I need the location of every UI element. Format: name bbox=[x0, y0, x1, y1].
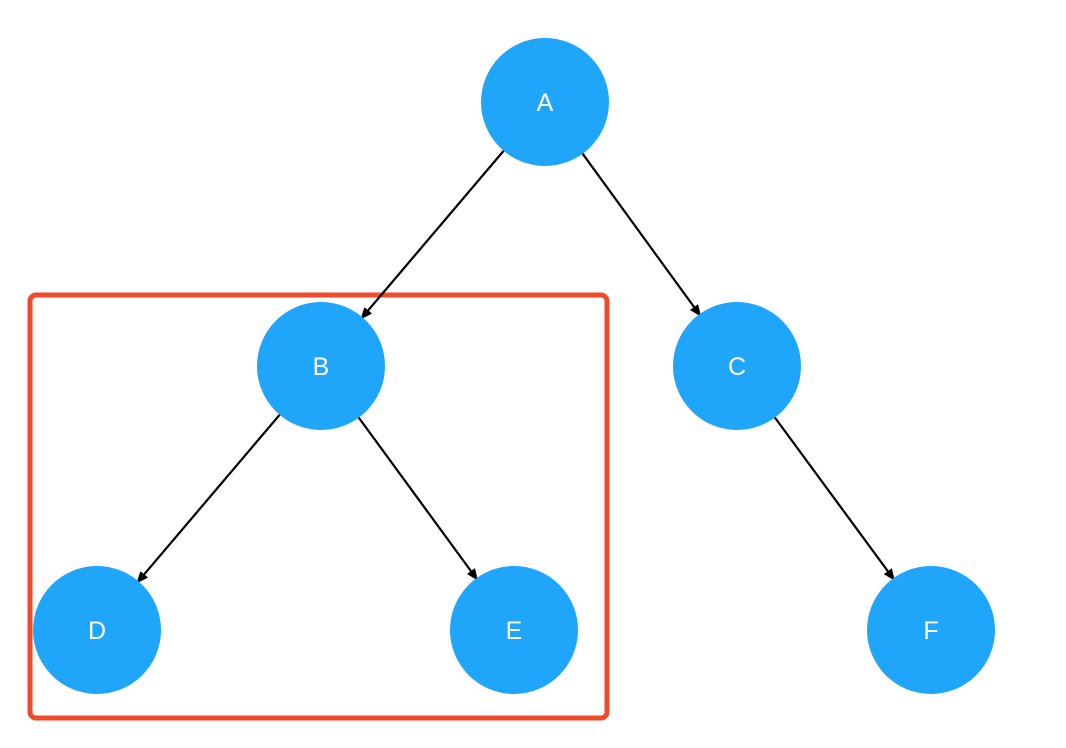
edge-a-b bbox=[360, 142, 511, 320]
node-a-label: A bbox=[537, 89, 554, 117]
edge-c-f bbox=[768, 408, 896, 581]
node-b: B bbox=[257, 302, 385, 430]
node-a: A bbox=[481, 38, 609, 166]
node-f-label: F bbox=[923, 617, 938, 645]
node-e-circle bbox=[450, 566, 578, 694]
edge-b-e bbox=[352, 408, 479, 581]
node-b-circle bbox=[257, 302, 385, 430]
node-c: C bbox=[673, 302, 801, 430]
node-c-label: C bbox=[728, 353, 746, 381]
nodes-layer: A B C D E F bbox=[33, 38, 995, 694]
node-f: F bbox=[867, 566, 995, 694]
node-c-circle bbox=[673, 302, 801, 430]
subtree-highlight-box bbox=[27, 292, 610, 721]
node-e: E bbox=[450, 566, 578, 694]
node-a-circle bbox=[481, 38, 609, 166]
edges-layer bbox=[136, 142, 896, 584]
edge-a-c bbox=[575, 145, 702, 317]
node-d-label: D bbox=[88, 617, 106, 645]
node-e-label: E bbox=[506, 617, 523, 645]
node-b-label: B bbox=[313, 353, 330, 381]
node-f-circle bbox=[867, 566, 995, 694]
node-d-circle bbox=[33, 566, 161, 694]
node-d: D bbox=[33, 566, 161, 694]
edge-b-d bbox=[136, 406, 287, 584]
